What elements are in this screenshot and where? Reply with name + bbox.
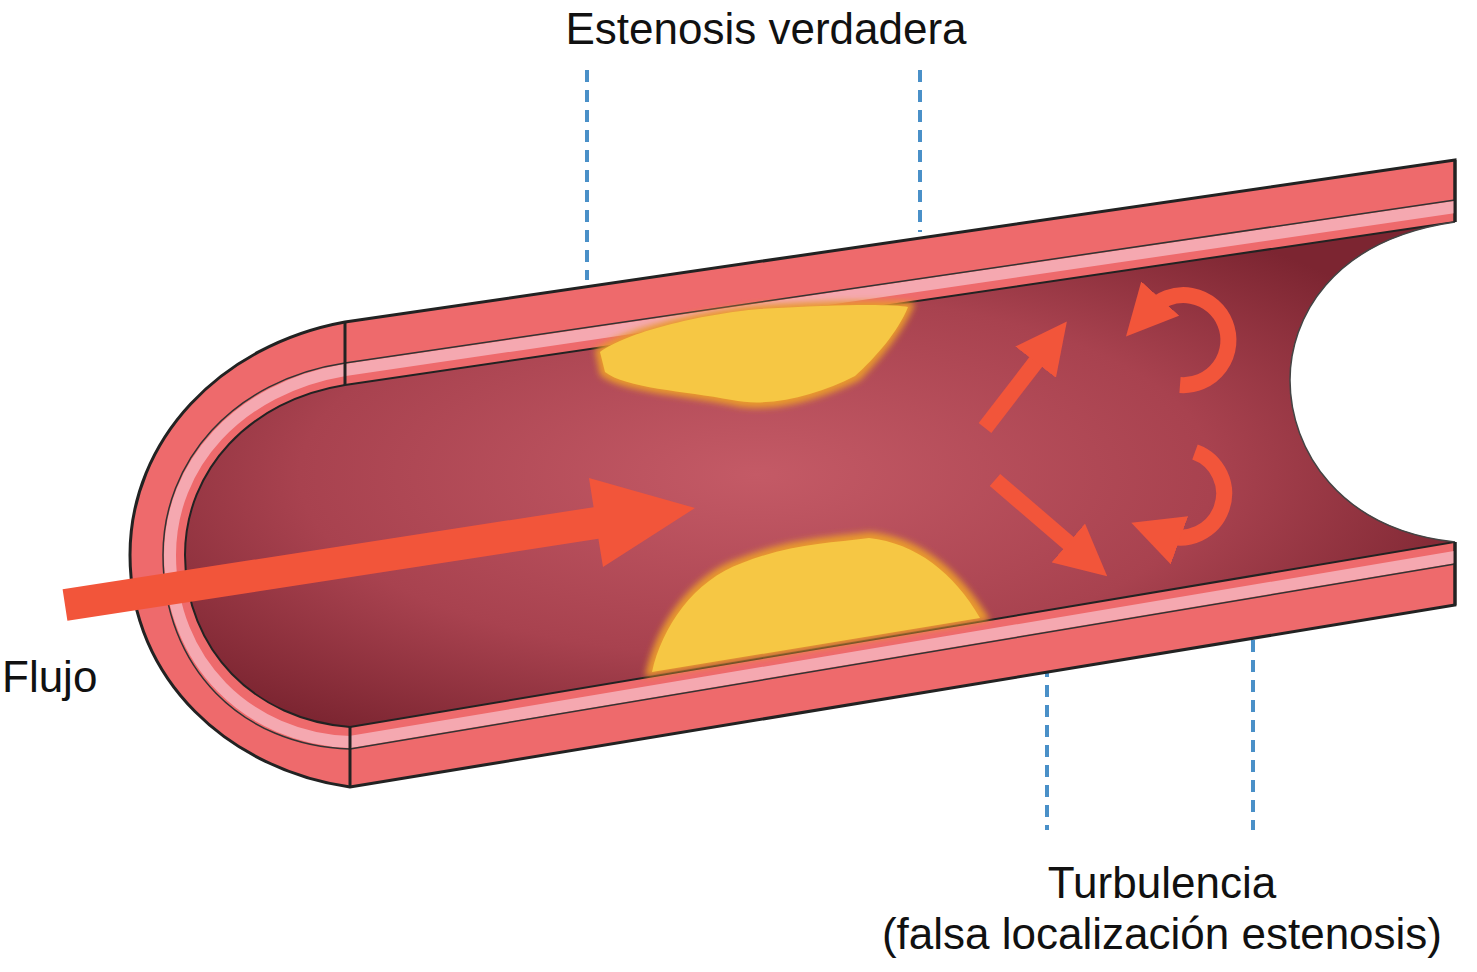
section-edge: [344, 322, 347, 385]
section-edge: [1454, 160, 1457, 222]
annotation-label: Turbulencia (falsa localización estenosi…: [852, 858, 1472, 959]
flow-arrow: [63, 478, 695, 621]
turbulence-arrows: [985, 295, 1228, 553]
vessel-opening: [1290, 222, 1477, 542]
wall-stripe-edge: [163, 200, 1455, 749]
edge-mask: [1457, 150, 1477, 620]
annotation-label: Estenosis verdadera: [466, 4, 1066, 55]
plaque: [595, 301, 915, 408]
section-edge: [1454, 542, 1457, 605]
wall-inner-stripe: [170, 207, 1455, 742]
section-edge: [349, 727, 352, 787]
vessel-opening-edge: [1290, 222, 1455, 542]
vessel-lumen: [185, 222, 1455, 727]
annotation-label: Flujo: [2, 652, 202, 703]
plaque: [645, 532, 990, 677]
vessel-wall: [130, 160, 1455, 787]
